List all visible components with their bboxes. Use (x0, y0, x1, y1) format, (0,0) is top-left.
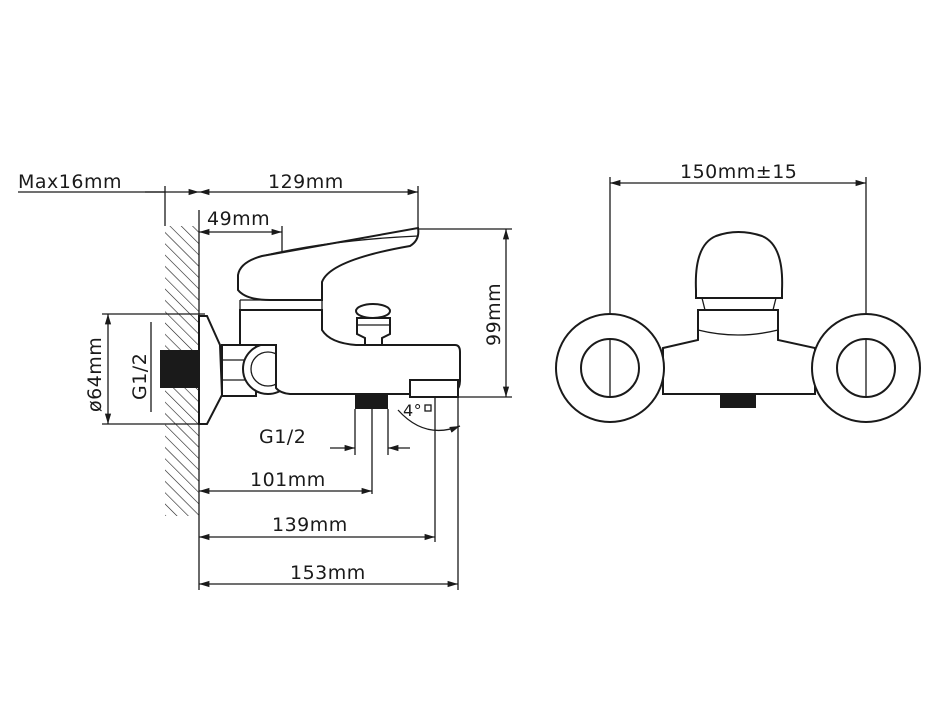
front-handle (694, 231, 784, 299)
faucet-body (239, 309, 461, 395)
total-depth-label: 153mm (290, 562, 366, 584)
inlet-thread (160, 350, 198, 388)
lever-offset-label: 49mm (207, 208, 270, 230)
outlet-thread (355, 394, 388, 409)
angle-square (424, 404, 432, 412)
top-width-label: 129mm (268, 171, 344, 193)
outlet-distance-label: 101mm (250, 469, 326, 491)
front-view: 150mm±15 (555, 161, 921, 423)
height-label: 99mm (483, 283, 505, 346)
spout-distance-label: 139mm (272, 514, 348, 536)
flange (198, 315, 224, 425)
lever-handle (237, 226, 420, 301)
angle-label: 4° (403, 401, 422, 420)
center-distance-label: 150mm±15 (680, 161, 797, 183)
outlet-thread-label: G1/2 (259, 426, 306, 448)
diverter-knob (356, 317, 391, 346)
inlet-thread-label: G1/2 (129, 353, 151, 400)
side-view: Max16mm 129mm 49mm 99mm ø64mm G1/2 (18, 171, 512, 590)
front-body (662, 309, 816, 395)
front-outlet-thread (720, 394, 756, 408)
angle-arc (397, 409, 461, 433)
wall-max-label: Max16mm (18, 171, 122, 193)
flange-diameter-label: ø64mm (84, 337, 106, 412)
spout-outlet (409, 379, 459, 398)
